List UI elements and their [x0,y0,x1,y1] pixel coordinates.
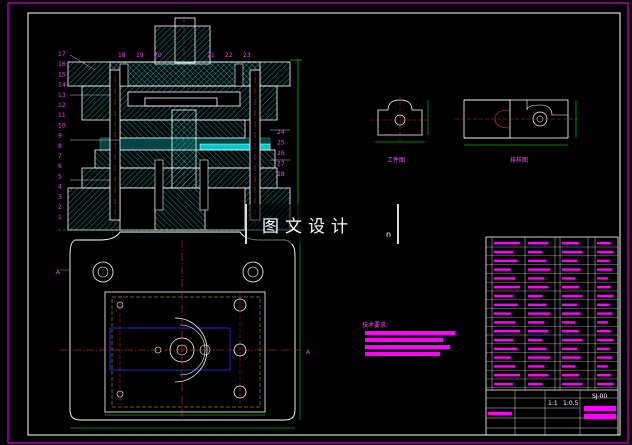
part-number-label: 1 [58,214,62,221]
workpiece-label: 工件图 [387,156,405,164]
tech-requirements-title: 技术要求: [362,321,388,329]
part-number-label: 12 [58,102,66,109]
part-number-label: 14 [58,82,66,89]
title-scale-1: 1:1 [548,400,558,407]
sheet-outer-frame [7,2,629,444]
part-number-label: 21 [207,52,215,59]
part-number-label: 27 [277,161,285,168]
part-number-label: 24 [277,129,285,136]
part-number-label: 7 [58,153,62,160]
part-number-label: 13 [58,92,66,99]
part-number-label: 3 [58,194,62,201]
part-number-label: 25 [277,140,285,147]
part-number-label: 2 [58,204,62,211]
part-number-label: 4 [58,184,62,191]
part-number-label: 18 [118,52,126,59]
part-number-label: 26 [277,150,285,157]
part-labels-top: 18 19 20 21 22 23 [118,52,251,59]
workpiece-drawing: 工件图 [370,96,430,164]
part-number-label: 8 [58,143,62,150]
parts-list-table [485,236,619,436]
watermark-text: 图文设计 [262,217,354,237]
part-number-label: 5 [58,173,62,180]
watermark-suffix: n [386,230,392,239]
sheet-inner-frame [27,12,621,436]
part-number-label: 19 [136,52,144,59]
layout-label: 排样图 [510,156,528,164]
part-number-label: 6 [58,163,62,170]
watermark-banner [245,204,399,244]
part-number-label: 15 [58,71,66,78]
part-number-label: 20 [154,52,162,59]
part-number-label: 10 [58,122,66,129]
assembly-section-view [58,16,302,231]
part-number-label: 17 [58,51,66,58]
part-number-label: 11 [58,112,66,119]
title-block: 1:1 1:0.5 SJ-00 [486,390,618,435]
part-number-label: 28 [277,171,285,178]
part-labels-right: 24 25 26 27 28 [277,129,285,178]
drawing-number: SJ-00 [592,393,607,400]
part-number-label: 16 [58,61,66,68]
part-number-label: 23 [243,52,251,59]
strip-layout-drawing: 排样图 [455,99,580,164]
title-scale-2: 1:0.5 [563,400,579,407]
part-labels-left: 17 16 15 14 13 12 11 10 9 8 7 6 5 4 3 2 1 [58,51,66,221]
plan-view: A A [56,231,311,429]
section-marker-a-right: A [306,349,311,356]
technical-requirements: 技术要求: [362,321,455,356]
part-number-label: 9 [58,133,62,140]
section-marker-a-left: A [56,269,61,276]
part-number-label: 22 [225,52,233,59]
